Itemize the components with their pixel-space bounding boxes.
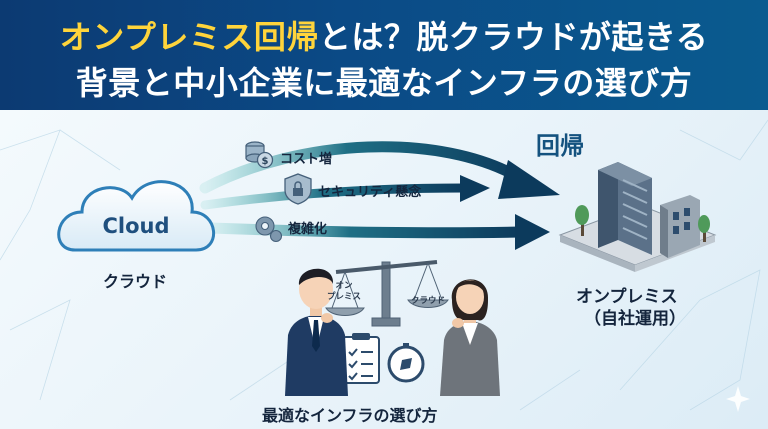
gear-icon <box>255 216 283 243</box>
businesswoman-icon <box>440 279 500 396</box>
arrow-security <box>200 183 470 210</box>
title-highlight: オンプレミス回帰 <box>59 18 319 56</box>
scale-right-label: クラウド <box>410 296 445 306</box>
title-banner: オンプレミス回帰とは？脱クラウドが起きる 背景と中小企業に最適なインフラの選び方 <box>0 0 768 110</box>
arrow-cost <box>199 141 526 194</box>
svg-text:$: $ <box>262 156 269 167</box>
onprem-sublabel: （自社運用） <box>584 309 686 329</box>
datacenter-icon <box>558 162 717 272</box>
businessman-icon <box>285 268 348 396</box>
reason-security-label: セキュリティ懸念 <box>318 185 422 200</box>
bottom-caption: 最適なインフラの選び方 <box>262 406 438 425</box>
coin-stack-icon: $ <box>245 141 274 169</box>
cloud-icon <box>57 180 215 252</box>
cloud-text: Cloud <box>102 214 169 238</box>
cloud-label: クラウド <box>103 272 168 291</box>
title-rest: とは？脱クラウドが起きる <box>318 18 709 56</box>
arrow-cost-head <box>498 160 560 199</box>
arrow-complexity-head <box>515 214 550 250</box>
scale-left-label: オン プレミス <box>326 281 361 302</box>
shield-lock-icon <box>284 173 312 205</box>
arrow-complexity <box>204 222 526 239</box>
sparkle-icon <box>726 386 750 412</box>
title-line-2: 背景と中小企業に最適なインフラの選び方 <box>75 64 693 102</box>
reason-complexity-label: 複雑化 <box>288 222 328 237</box>
checklist-icon <box>342 333 380 384</box>
title-line-1: オンプレミス回帰とは？脱クラウドが起きる <box>0 12 768 58</box>
reason-cost-label: コスト増 <box>280 152 333 167</box>
return-label: 回帰 <box>536 132 584 160</box>
arrow-security-head <box>460 175 490 202</box>
network-background <box>0 119 768 411</box>
scale-icon <box>325 260 449 327</box>
onprem-label: オンプレミス <box>576 287 678 307</box>
compass-icon <box>387 343 425 383</box>
